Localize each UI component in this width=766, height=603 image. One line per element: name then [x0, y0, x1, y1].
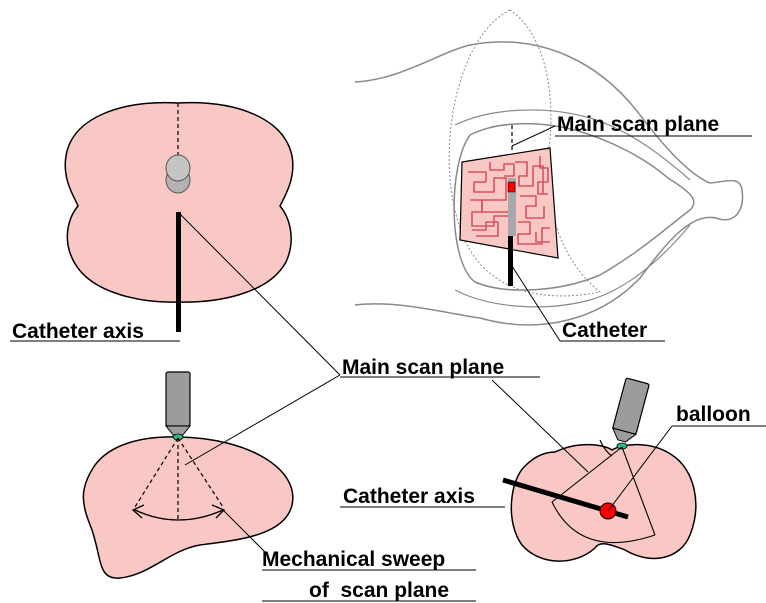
top-right-view [355, 10, 743, 325]
leader-main-scan-plane-top [512, 126, 555, 146]
label-catheter-axis-top: Catheter axis [12, 320, 144, 343]
catheter-rod-top-right [508, 236, 513, 286]
probe-right [610, 378, 649, 444]
label-main-scan-plane-top: Main scan plane [557, 113, 719, 136]
label-mechanical-sweep-1: Mechanical sweep [262, 548, 445, 571]
catheter-red-marker [508, 182, 515, 192]
probe-body-right [613, 378, 650, 434]
label-catheter: Catheter [562, 319, 647, 342]
catheter-rod-top-left [176, 212, 181, 332]
leader-msp-to-bottom-left [185, 375, 340, 465]
top-left-cross-section [65, 103, 293, 332]
vessel-upper [166, 155, 190, 181]
label-balloon: balloon [676, 403, 751, 426]
label-main-scan-plane-center: Main scan plane [342, 356, 504, 379]
bottom-right-balloon [503, 378, 696, 561]
label-catheter-axis-bottom: Catheter axis [343, 485, 475, 508]
label-mechanical-sweep-2: of scan plane [309, 579, 449, 602]
leader-catheter [512, 266, 560, 341]
probe-body-left [166, 372, 190, 426]
